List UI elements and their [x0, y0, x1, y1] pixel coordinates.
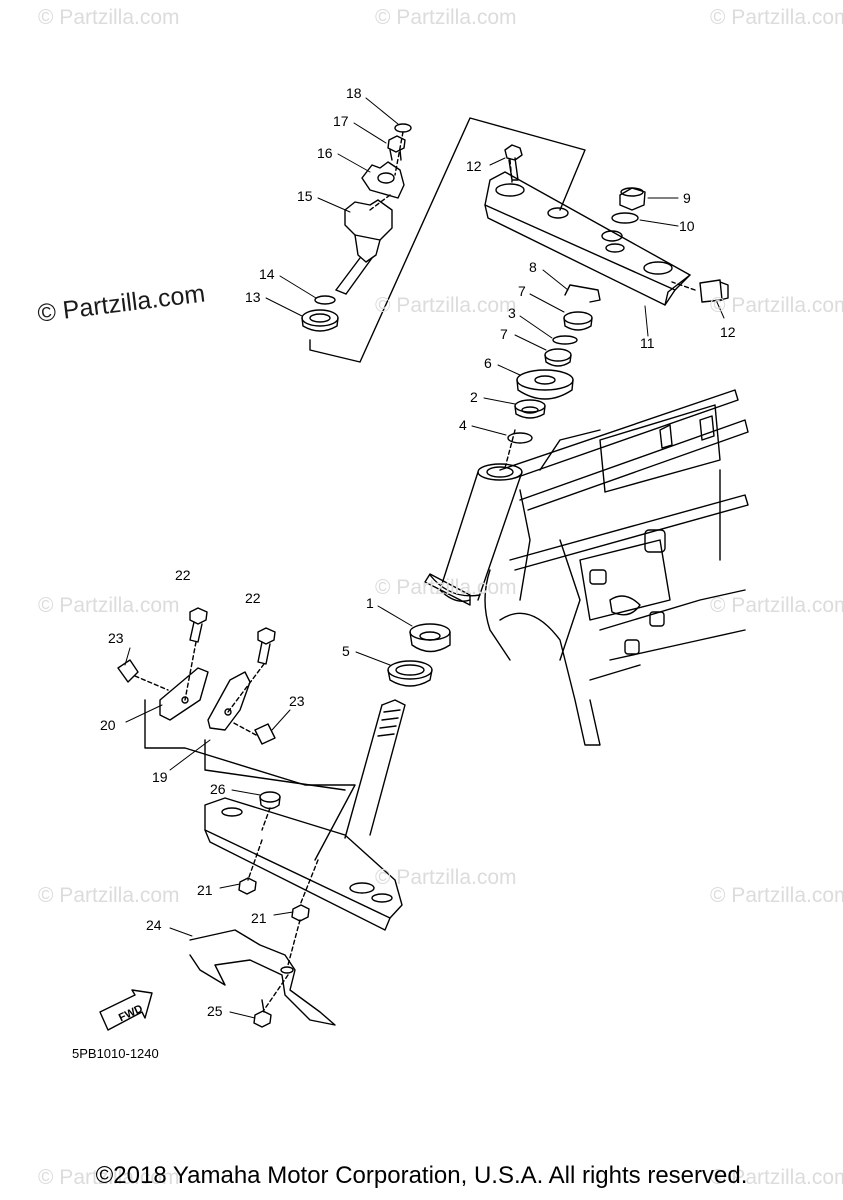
- bolt-12-right: [699, 279, 729, 303]
- callout-label: 15: [297, 188, 313, 204]
- cap-nut-9: [619, 187, 646, 211]
- callout-label: 13: [245, 289, 261, 305]
- watermark: © Partzilla.com: [375, 294, 517, 317]
- watermark: © Partzilla.com: [38, 1166, 180, 1189]
- washer-10: [611, 212, 639, 224]
- fwd-label: FWD: [117, 1003, 145, 1024]
- fwd-arrow-icon: [99, 989, 153, 1031]
- frame: [484, 389, 749, 746]
- callout-label: 20: [100, 717, 116, 733]
- damper-13: [301, 309, 339, 332]
- seal-5: [387, 660, 433, 687]
- callout-label: 9: [683, 190, 691, 206]
- callout-label: 7: [518, 283, 526, 299]
- watermark: © Partzilla.com: [710, 6, 843, 29]
- callout-label: 17: [333, 113, 349, 129]
- callout-label: 23: [289, 693, 305, 709]
- watermark: © Partzilla.com: [375, 866, 517, 889]
- callout-label: 24: [146, 917, 162, 933]
- under-bracket: [204, 797, 403, 931]
- watermark: © Partzilla.com: [710, 884, 843, 907]
- lock-washer-8: [564, 284, 601, 303]
- ring-nut-7b: [544, 348, 572, 367]
- clip-23-right: [254, 723, 276, 745]
- callout-label: 11: [640, 335, 655, 351]
- ring-nut-7a: [563, 311, 593, 331]
- bearing-1: [409, 623, 451, 653]
- callout-label: 18: [346, 85, 362, 101]
- bearing-2: [514, 399, 546, 419]
- callout-label: 2: [470, 389, 478, 405]
- holder-upper-16: [361, 161, 405, 199]
- callout-label: 6: [484, 355, 492, 371]
- cover-6: [516, 369, 574, 400]
- watermark: © Partzilla.com: [375, 6, 517, 29]
- callout-label: 1: [366, 595, 374, 611]
- callout-label: 7: [500, 326, 508, 342]
- callout-leaders: [124, 97, 725, 1019]
- callout-label: 22: [245, 590, 261, 606]
- assembly-dashes: [134, 131, 696, 1011]
- screw-18: [394, 123, 412, 133]
- diagram-code: 5PB1010-1240: [72, 1046, 159, 1061]
- callout-label: 12: [720, 324, 736, 340]
- bolt-17: [387, 135, 406, 161]
- bolt-22-left: [189, 607, 208, 643]
- watermark: © Partzilla.com: [375, 576, 517, 599]
- watermark: © Partzilla.com: [710, 1166, 843, 1189]
- callout-label: 26: [210, 781, 226, 797]
- guide-24: [189, 929, 336, 1026]
- bracket-leader-2: [204, 739, 346, 791]
- watermark: © Partzilla.com: [710, 294, 843, 317]
- callout-label: 8: [529, 259, 537, 275]
- callout-label: 3: [508, 305, 516, 321]
- callout-label: 14: [259, 266, 275, 282]
- nut-26: [259, 791, 281, 810]
- clip-23-left: [117, 659, 139, 683]
- callout-label: 21: [197, 882, 213, 898]
- holder-lower-15: [335, 199, 393, 295]
- callout-label: 25: [207, 1003, 223, 1019]
- watermark: © Partzilla.com: [38, 594, 180, 617]
- upper-bracket: [484, 171, 691, 306]
- steering-stem: [344, 699, 406, 839]
- washer-14: [314, 295, 336, 305]
- bracket-leader: [144, 699, 356, 861]
- bracket-20: [159, 667, 209, 721]
- nut-21-right: [291, 904, 310, 922]
- bolt-12-top: [504, 144, 523, 181]
- washer-4: [507, 432, 533, 444]
- watermark: © Partzilla.com: [38, 6, 180, 29]
- callout-label: 16: [317, 145, 333, 161]
- watermark: © Partzilla.com: [38, 884, 180, 907]
- callout-label: 10: [679, 218, 695, 234]
- callout-label: 23: [108, 630, 124, 646]
- steering-head-tube: [424, 463, 523, 606]
- assembly-bracket: [309, 117, 586, 363]
- callout-label: 4: [459, 417, 467, 433]
- watermark: © Partzilla.com: [710, 594, 843, 617]
- callout-label: 22: [175, 567, 191, 583]
- callout-label: 12: [466, 158, 482, 174]
- washer-3: [552, 335, 578, 345]
- bolt-22-right: [257, 627, 276, 665]
- bracket-19: [207, 671, 251, 731]
- callout-label: 19: [152, 769, 168, 785]
- callout-label: 5: [342, 643, 350, 659]
- copyright-footer: ©2018 Yamaha Motor Corporation, U.S.A. A…: [95, 1162, 748, 1189]
- callout-label: 21: [251, 910, 267, 926]
- nut-21-left: [238, 877, 257, 895]
